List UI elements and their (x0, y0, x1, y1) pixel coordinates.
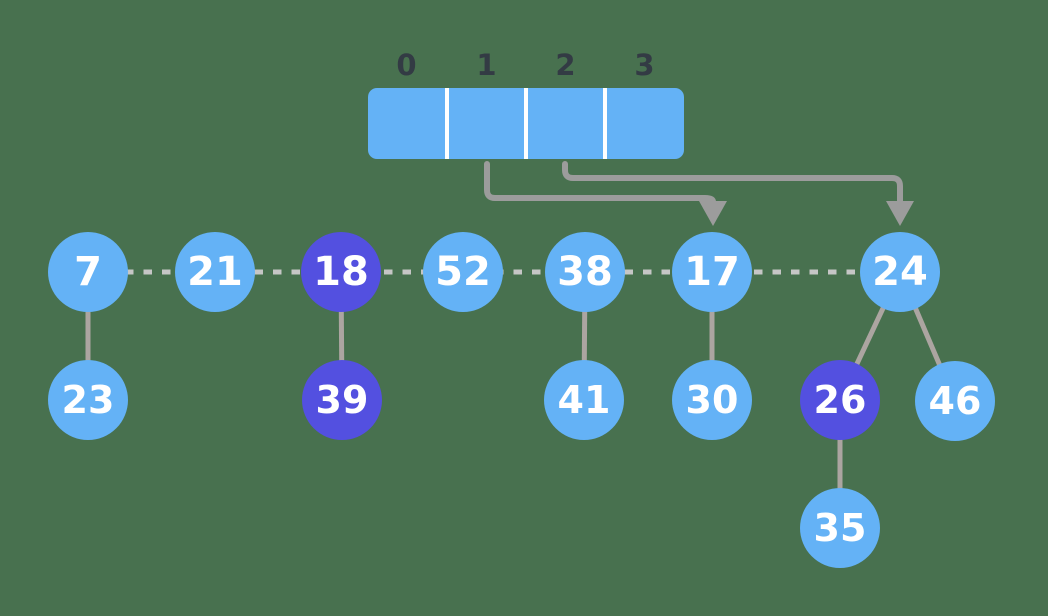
chain-node: 52 (423, 232, 503, 312)
bucket-divider (603, 88, 607, 159)
child-node: 39 (302, 360, 382, 440)
child-node: 35 (800, 488, 880, 568)
arrowhead-bucket2-to-24 (886, 201, 914, 226)
child-node: 41 (544, 360, 624, 440)
chain-node: 38 (545, 232, 625, 312)
bucket-index-label-0: 0 (396, 48, 418, 82)
chain-node: 7 (48, 232, 128, 312)
chain-node: 24 (860, 232, 940, 312)
bucket-array (368, 88, 684, 159)
chain-node: 18 (301, 232, 381, 312)
bucket-divider (445, 88, 449, 159)
bucket-index-label-3: 3 (634, 48, 656, 82)
bucket-index-label-2: 2 (555, 48, 577, 82)
arrowhead-bucket1-to-17 (699, 201, 727, 226)
child-node: 30 (672, 360, 752, 440)
bucket-index-label-1: 1 (476, 48, 498, 82)
chain-node: 21 (175, 232, 255, 312)
chain-node: 17 (672, 232, 752, 312)
child-node: 46 (915, 361, 995, 441)
child-node: 26 (800, 360, 880, 440)
arrow-bucket2-to-24 (562, 161, 903, 205)
child-node: 23 (48, 360, 128, 440)
arrow-bucket1-to-17 (484, 161, 716, 205)
bucket-divider (524, 88, 528, 159)
